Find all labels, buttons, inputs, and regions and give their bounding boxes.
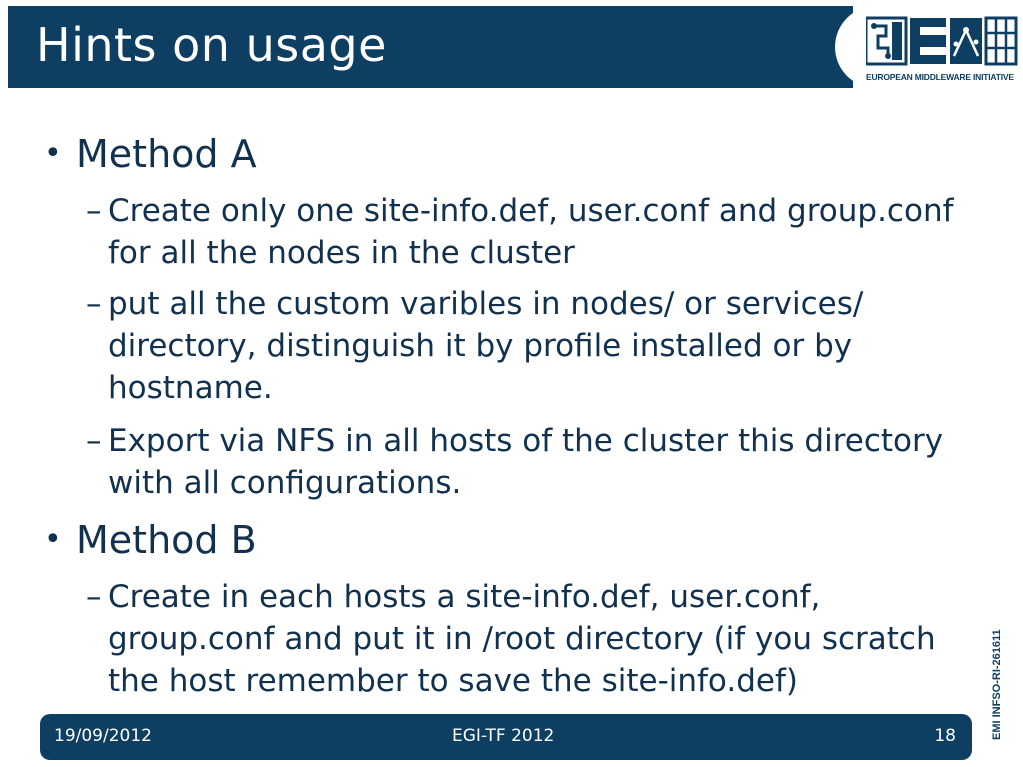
title-bar: Hints on usage [8,6,853,88]
dash-marker: – [86,579,102,615]
page-number: 18 [934,726,956,746]
slide-title: Hints on usage [36,18,387,72]
bullet-marker: • [44,136,62,171]
subitem-text: Create only one site-info.def, user.conf… [108,193,954,271]
subitem-text: Create in each hosts a site-info.def, us… [108,579,936,699]
dash-marker: – [86,193,102,229]
dash-marker: – [86,423,102,459]
logo-tagline: EUROPEAN MIDDLEWARE INITIATIVE [866,72,1014,82]
bullet-marker: • [44,522,62,557]
bullet-label: Method A [76,132,257,176]
subitem-text: Export via NFS in all hosts of the clust… [108,423,944,501]
slide-header: Hints on usage EUROPEAN MIDDLEWARE INITI… [0,0,1023,92]
side-project-code: EMI INFSO-RI-261611 [991,629,1003,740]
emi-logo-icon [866,16,1018,66]
slide-footer: 19/09/2012 EGI-TF 2012 18 [40,714,972,760]
dash-marker: – [86,286,102,322]
bullet-label: Method B [76,518,257,562]
footer-event: EGI-TF 2012 [452,726,555,746]
subitem-text: put all the custom varibles in nodes/ or… [108,286,864,406]
footer-date: 19/09/2012 [54,726,152,746]
